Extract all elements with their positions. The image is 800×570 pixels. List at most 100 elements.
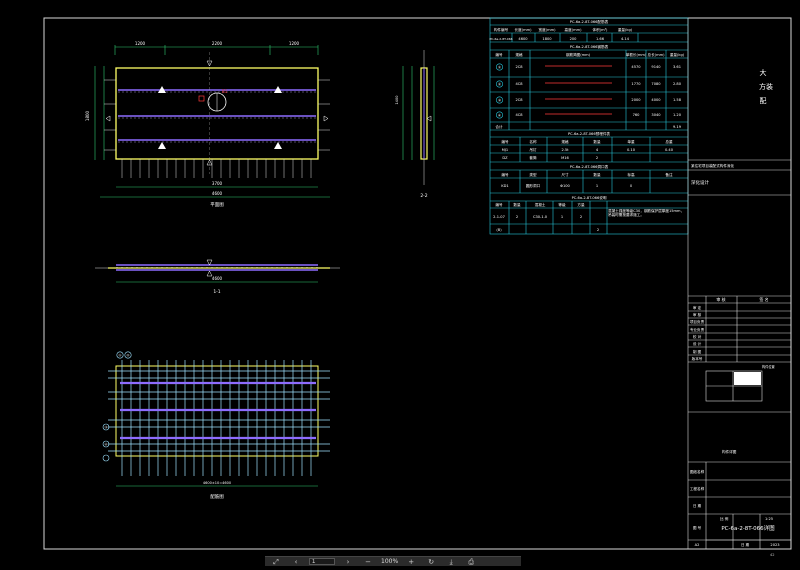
- td-5: 4.14: [621, 37, 630, 41]
- er2-2: M16: [561, 156, 569, 160]
- r3-no: ④: [498, 113, 501, 117]
- note-title: PC-6a-2-8T-066说明: [572, 195, 607, 200]
- next-page-icon[interactable]: ›: [346, 557, 350, 566]
- r2-no: ③: [498, 98, 501, 102]
- tb-row-6: 制 图: [693, 349, 702, 354]
- schedule-tables: [489, 17, 689, 235]
- r3-len: 760: [633, 113, 641, 117]
- rth-2: 钢筋简图(mm): [566, 52, 591, 57]
- r1-total: 7080: [651, 82, 661, 86]
- er-2: 2.5t: [561, 148, 569, 152]
- company-3: 配: [760, 97, 767, 105]
- section-1-label: 1-1: [213, 289, 220, 295]
- eh-4: 单重: [627, 139, 635, 144]
- th-1: 长度(mm): [515, 27, 533, 32]
- sheet: A2: [695, 543, 700, 547]
- dim-side-mid: 1400: [395, 96, 399, 105]
- hr-3: 1: [596, 184, 598, 188]
- hr-2: Φ100: [560, 184, 570, 188]
- er-1: 吊钉: [529, 147, 537, 152]
- td-3: 200: [570, 37, 578, 41]
- th-3: 高度(mm): [565, 27, 583, 32]
- hh-0: 编号: [501, 172, 509, 177]
- plan-label: 平面图: [210, 202, 224, 208]
- r1-len: 1770: [631, 82, 641, 86]
- project-label: 工程名称: [690, 486, 705, 491]
- scale-val: 1:25: [765, 517, 773, 521]
- sum-val: 9.19: [673, 125, 682, 129]
- dim-right: 1200: [289, 41, 300, 46]
- nr2-0: (B): [496, 228, 502, 232]
- drawing-no: PC-6a-2-8T-066详图: [721, 524, 775, 532]
- er2-0: DZ: [502, 156, 508, 160]
- tb-row-1: 审 核: [693, 312, 702, 317]
- er-5: 0.40: [665, 148, 674, 152]
- date-label-row: 日 期: [693, 503, 702, 508]
- r1-wt: 2.80: [673, 82, 682, 86]
- dim-inner: 3700: [212, 181, 223, 186]
- plan-view: 1200 2200 1200 1800 B1: [85, 41, 330, 208]
- rebar-shapes: [545, 65, 612, 115]
- er-0: MJ1: [502, 148, 508, 152]
- page-number-input[interactable]: [309, 558, 335, 565]
- sign-1: 审 核: [716, 296, 725, 302]
- hh-1: 类型: [529, 172, 537, 177]
- mark-2-text: ②: [126, 354, 129, 358]
- mark-4-text: ④: [104, 443, 107, 447]
- eh-2: 规格: [561, 139, 569, 144]
- nh-4: 方量: [577, 202, 585, 207]
- nh-3: 等级: [558, 202, 566, 207]
- dim-total: 4600: [212, 191, 223, 196]
- company-1: 大: [760, 68, 767, 77]
- title-block: [687, 18, 791, 549]
- zoom-out-icon[interactable]: −: [365, 557, 371, 566]
- print-icon[interactable]: ⎙: [468, 557, 474, 566]
- zoom-level: 100%: [381, 558, 399, 565]
- td-2: 1800: [542, 37, 552, 41]
- r3-total: 3040: [651, 113, 661, 117]
- lift-point-icon: [158, 86, 166, 93]
- tb-row-2: 项目负责: [690, 319, 705, 324]
- hh-3: 数量: [593, 172, 601, 177]
- r2-total: 4000: [651, 98, 661, 102]
- date-label: 日 期: [741, 542, 750, 547]
- nr-3: 1: [561, 215, 563, 219]
- rth-5: 重量(kg): [670, 52, 685, 57]
- download-icon[interactable]: ⤓: [449, 557, 453, 566]
- nr-2: C30-1.0: [533, 215, 548, 219]
- rth-1: 规格: [515, 52, 523, 57]
- mark-3-text: ③: [104, 426, 107, 430]
- sum-label: 合计: [495, 124, 503, 129]
- section-2-label: 2-2: [420, 193, 427, 199]
- prev-page-icon[interactable]: ‹: [294, 557, 298, 566]
- th-4: 体积(m³): [593, 27, 609, 32]
- nr-4: 2: [580, 215, 582, 219]
- nr2-4: 2: [597, 228, 599, 232]
- dim-left: 1200: [135, 41, 146, 46]
- hh-2: 尺寸: [561, 172, 569, 177]
- eh-1: 名称: [529, 139, 537, 144]
- td-0: PC-6a-2-8T-066: [489, 37, 512, 41]
- mark-1-text: ①: [118, 354, 121, 358]
- r3-wt: 1.20: [673, 113, 682, 117]
- hr-0: KD1: [501, 184, 508, 188]
- viewer-toolbar: ⤢ ‹ › − 100% + ↻ ⤓ ⎙: [265, 556, 521, 566]
- r2-spec: 2C8: [515, 98, 523, 102]
- zoom-in-icon[interactable]: +: [408, 557, 415, 566]
- rebar-label: 配筋图: [210, 493, 224, 500]
- dim-height: 1800: [85, 110, 90, 121]
- keyplan-label: 构件位置: [762, 364, 775, 369]
- er-3: 4: [596, 148, 599, 152]
- r3-spec: 4C8: [515, 113, 523, 117]
- nh-1: 数量: [513, 202, 521, 207]
- hh-4: 标高: [627, 172, 635, 177]
- bar-callout: B1: [222, 89, 228, 94]
- rth-4: 总长(mm): [648, 52, 666, 57]
- r0-len: 4570: [631, 65, 641, 69]
- r1-spec: 4C8: [515, 82, 523, 86]
- er-4: 0.10: [627, 148, 636, 152]
- fit-page-icon[interactable]: ⤢: [273, 557, 279, 566]
- rotate-icon[interactable]: ↻: [428, 557, 435, 566]
